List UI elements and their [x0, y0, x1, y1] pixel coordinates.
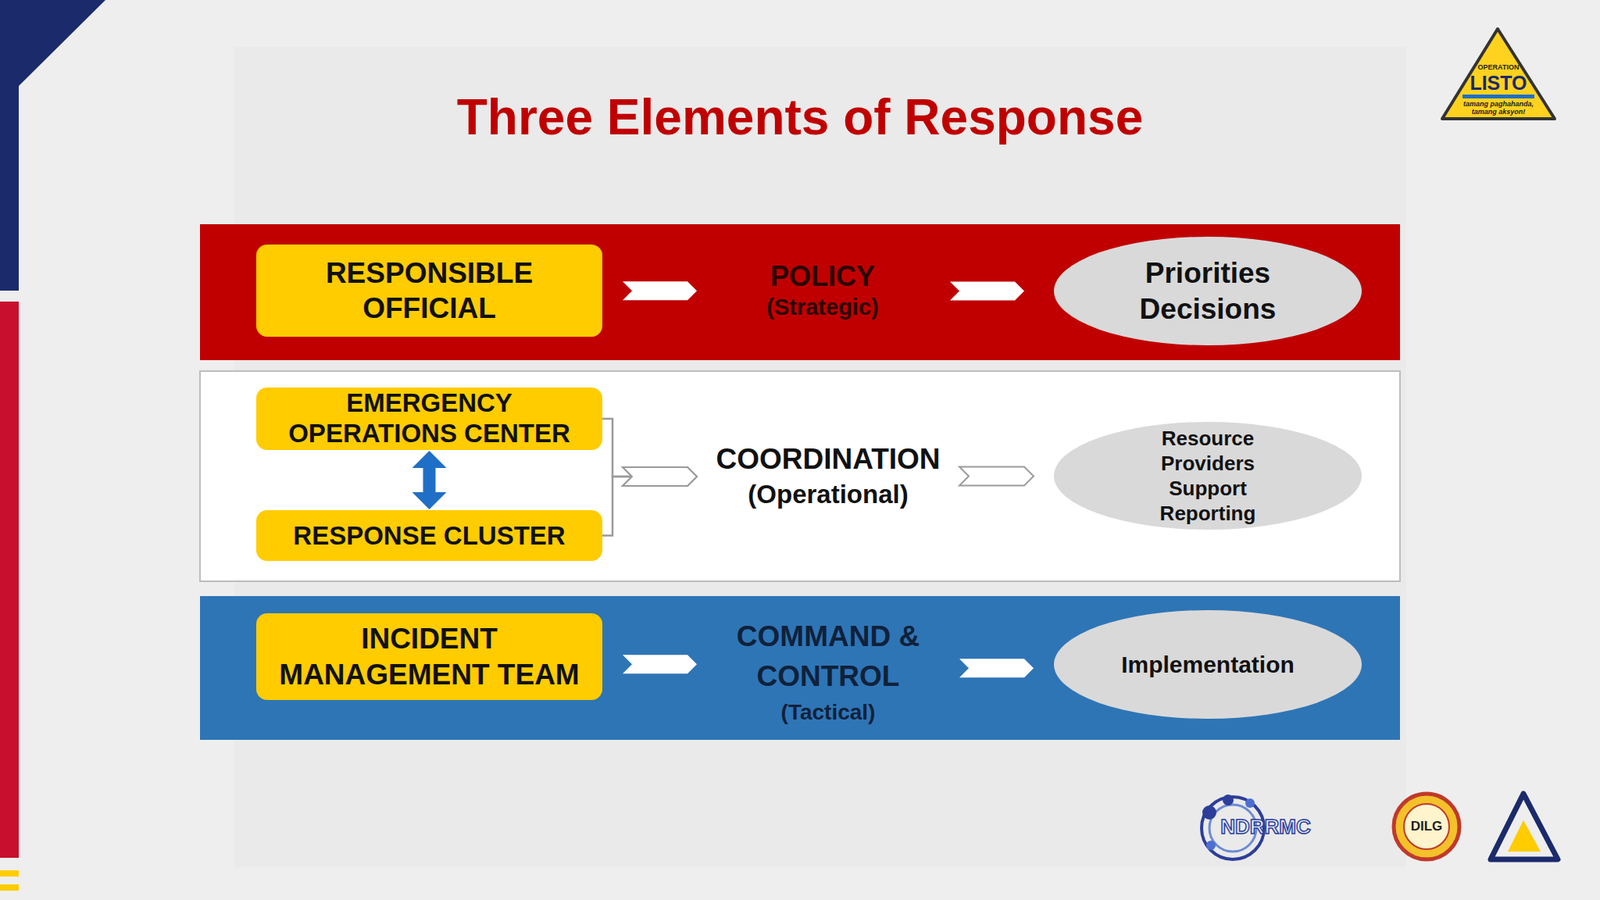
- node-text: RESPONSIBLE OFFICIAL: [273, 255, 586, 326]
- element-label: COMMAND & CONTROL(Tactical): [703, 609, 954, 735]
- logo-text: LISTO: [1459, 72, 1538, 95]
- listo-logo-strip: [1462, 94, 1535, 99]
- lga-logo: [1490, 793, 1558, 860]
- yellow-stripe: [0, 870, 19, 877]
- connector-arrow: [959, 658, 1034, 678]
- connector-arrow: [622, 281, 697, 300]
- node-text: (Tactical): [781, 696, 876, 728]
- chevron-arrow: [959, 467, 1034, 486]
- node-text: RESPONSE CLUSTER: [292, 520, 565, 552]
- node-text: COORDINATION: [715, 441, 940, 478]
- connector-arrow: [602, 418, 697, 486]
- red-strip: [0, 301, 19, 858]
- dilg-seal: [1403, 803, 1450, 850]
- connector-arrow: [412, 450, 447, 510]
- node-text: INCIDENT MANAGEMENT TEAM: [273, 621, 586, 692]
- chevron-arrow: [622, 654, 697, 674]
- merge-line: [602, 476, 633, 536]
- role-box: EMERGENCY OPERATIONS CENTER: [256, 387, 603, 450]
- node-text: (Operational): [747, 478, 908, 512]
- ellipse-shape: [1053, 610, 1362, 719]
- chevron-arrow: [622, 281, 697, 300]
- connector-arrow: [602, 467, 697, 536]
- logo-text: OPERATION: [1467, 64, 1530, 72]
- lga-logo: [1507, 820, 1541, 852]
- node-text: POLICY: [770, 259, 875, 293]
- element-label: POLICY(Strategic): [705, 235, 940, 347]
- node-text: (Strategic): [766, 292, 879, 323]
- ellipse-shape: [1053, 236, 1362, 346]
- logo-text: DILG: [1403, 819, 1450, 835]
- outcome-ellipse: Implementation: [1053, 609, 1363, 720]
- yellow-stripe: [0, 884, 19, 891]
- logo-text: NDRRMC: [1214, 815, 1317, 839]
- connector-arrow: [950, 282, 1025, 301]
- role-box: RESPONSIBLE OFFICIAL: [256, 244, 603, 337]
- node-text: COMMAND & CONTROL: [710, 616, 946, 698]
- ellipse-shape: [1053, 421, 1362, 530]
- node-text: Resource Providers Support Reporting: [1153, 425, 1263, 527]
- connector-arrow: [622, 654, 697, 674]
- double-arrow: [412, 450, 447, 510]
- listo-logo: [1442, 28, 1555, 119]
- logo-text: tamang paghahanda, tamang aksyon!: [1462, 100, 1535, 117]
- ndrrmc-logo-dot: [1245, 798, 1255, 808]
- chevron-arrow: [950, 282, 1025, 301]
- outcome-ellipse: Resource Providers Support Reporting: [1053, 421, 1363, 531]
- diagram-title: Three Elements of Response: [0, 92, 1600, 143]
- strategic-band: [200, 224, 1400, 361]
- navy-strip: [0, 0, 106, 291]
- ndrrmc-logo-dot: [1222, 794, 1234, 806]
- ndrrmc-logo-dot: [1202, 805, 1217, 820]
- ndrrmc-logo-dot: [1206, 840, 1216, 850]
- ellipse-outline: [1053, 235, 1363, 347]
- node-text: EMERGENCY OPERATIONS CENTER: [265, 388, 594, 450]
- chevron-arrow: [959, 658, 1034, 678]
- role-box: RESPONSE CLUSTER: [256, 510, 603, 561]
- role-box: INCIDENT MANAGEMENT TEAM: [256, 613, 603, 700]
- merge-line: [602, 418, 633, 477]
- tactical-band: [200, 596, 1400, 740]
- node-text: Priorities Decisions: [1106, 255, 1310, 326]
- node-text: Implementation: [1121, 650, 1295, 679]
- chevron-arrow: [622, 467, 697, 486]
- connector-arrow: [959, 467, 1034, 486]
- element-label: COORDINATION(Operational): [703, 421, 954, 532]
- operational-band: [200, 371, 1400, 582]
- outcome-ellipse: Priorities Decisions: [1053, 235, 1363, 347]
- chevron-arrow: [622, 467, 697, 486]
- dilg-seal: [1393, 793, 1460, 860]
